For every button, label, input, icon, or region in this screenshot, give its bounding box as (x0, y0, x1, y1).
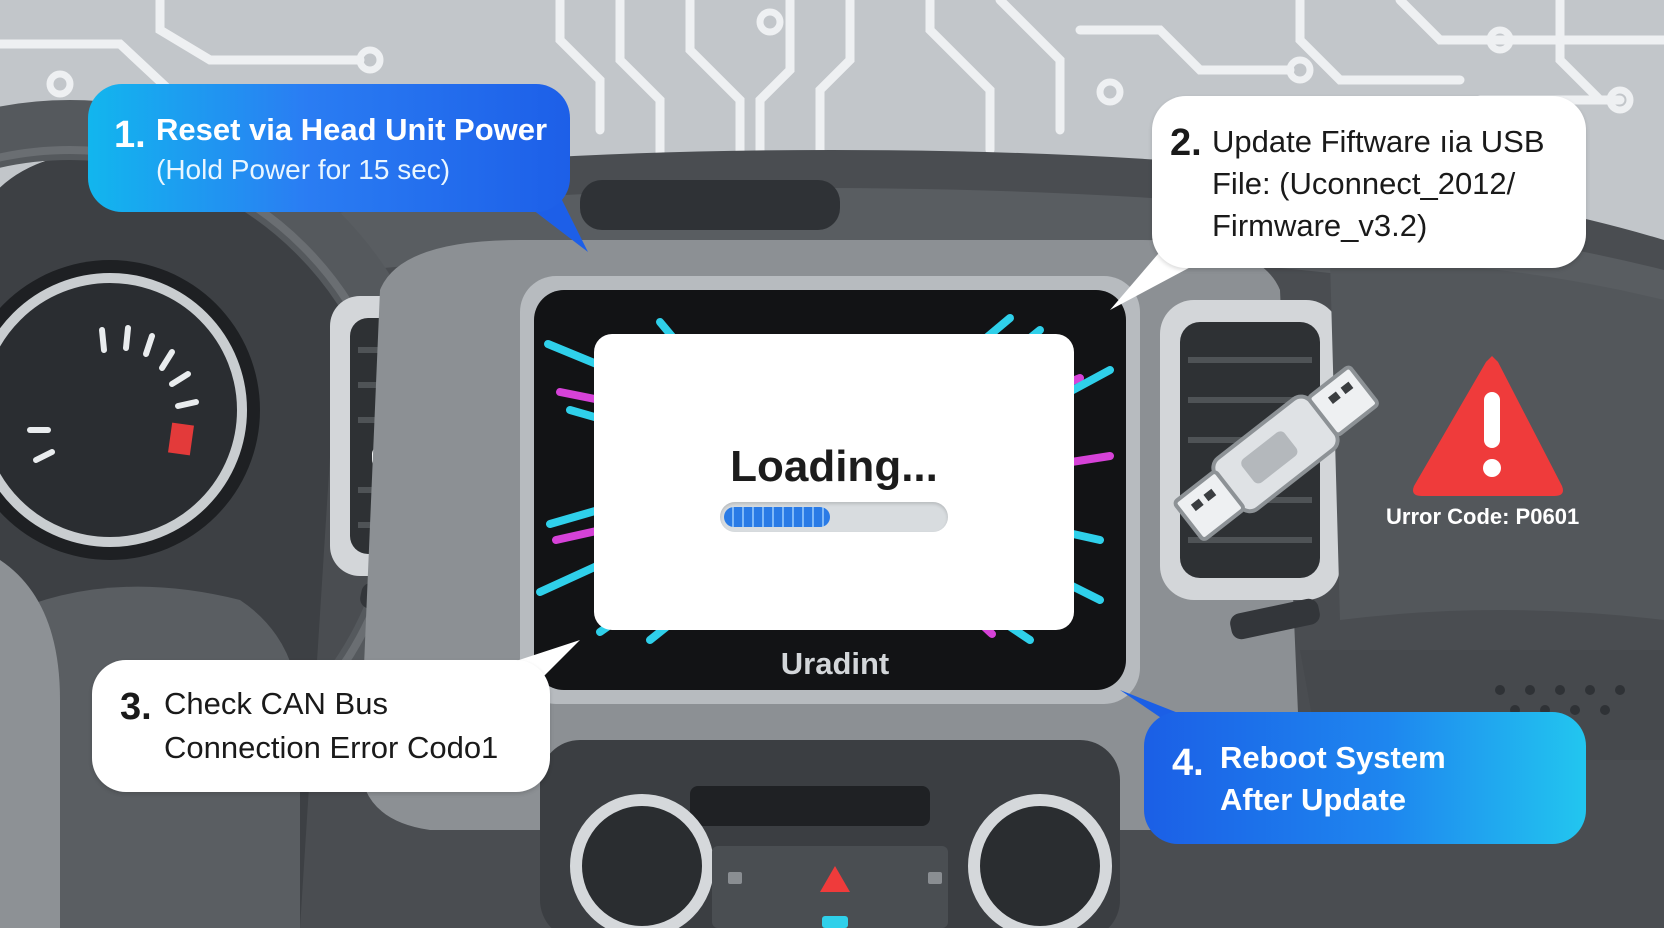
step-1-number: 1. (114, 114, 146, 156)
step-3-callout: 3. Check CAN Bus Connection Error Codo1 (92, 660, 550, 792)
step-2-firmware-line: Firmware_v3.2) (1212, 208, 1428, 243)
step-3-detail: Connection Error Codo1 (164, 730, 499, 765)
hazard-button-icon (820, 866, 850, 892)
step-3-title: Check CAN Bus (164, 686, 388, 721)
loading-label: Loading... (730, 442, 938, 491)
step-2-title: Update Fiftware ıia USB (1212, 124, 1545, 159)
error-code-label: Urror Code: P0601 (1386, 504, 1580, 529)
step-2-file-line: File: (Uconnect_2012/ (1212, 166, 1516, 201)
step-1-detail: (Hold Power for 15 sec) (156, 154, 451, 185)
step-2-number: 2. (1170, 122, 1202, 164)
step-1-title: Reset via Head Unit Power (156, 112, 548, 147)
loading-progress-bar (720, 502, 948, 532)
step-4-detail: After Update (1220, 782, 1407, 817)
warning-triangle-icon (1413, 356, 1563, 496)
step-1-callout: 1. Reset via Head Unit Power (Hold Power… (88, 84, 570, 212)
step-3-number: 3. (120, 686, 152, 728)
usb-drive-icon (1173, 365, 1379, 541)
loading-progress-fill (724, 507, 830, 527)
step-4-title: Reboot System (1220, 740, 1446, 775)
step-2-callout: 2. Update Fiftware ıia USB File: (Uconne… (1152, 96, 1586, 268)
head-unit-brand-label: Uradint (780, 646, 890, 681)
step-4-number: 4. (1172, 742, 1204, 784)
step-4-callout: 4. Reboot System After Update (1144, 712, 1586, 844)
head-unit-screen[interactable]: Loading... (594, 334, 1074, 630)
